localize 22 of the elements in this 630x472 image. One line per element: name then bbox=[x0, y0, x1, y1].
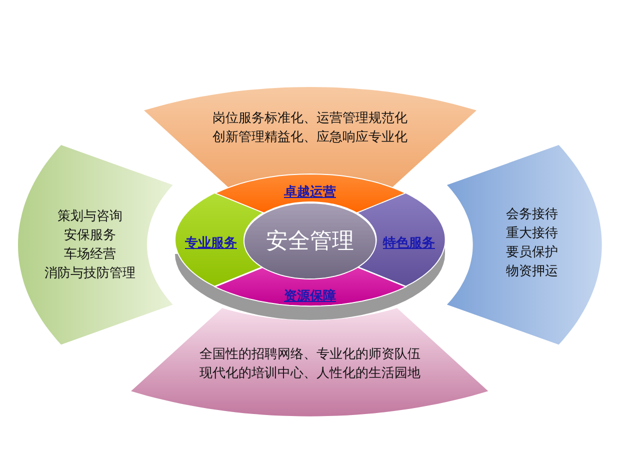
fan-panel bbox=[131, 308, 489, 416]
panel-text: 重大接待 bbox=[506, 224, 558, 243]
segment-label: 卓越运营 bbox=[284, 184, 336, 201]
segment-label: 特色服务 bbox=[382, 234, 435, 252]
ring-segment bbox=[356, 193, 445, 287]
segment-label: 专业服务 bbox=[185, 234, 237, 252]
panel-text: 策划与咨询 bbox=[58, 208, 122, 226]
panel-text: 会务接待 bbox=[506, 206, 558, 224]
panel-text: 物资押运 bbox=[506, 262, 558, 281]
panel-text: 全国性的招聘网络、专业化的师资队伍 bbox=[199, 346, 420, 364]
center-title: 安全管理 bbox=[266, 228, 354, 256]
ring-segment bbox=[175, 193, 264, 287]
panel-text: 创新管理精益化、应急响应专业化 bbox=[212, 129, 408, 147]
panel-text: 安保服务 bbox=[64, 226, 116, 245]
segment-label: 资源保障 bbox=[284, 288, 336, 305]
panel-text: 车场经营 bbox=[64, 246, 116, 264]
panel-text: 要员保护 bbox=[506, 244, 558, 262]
panel-text: 消防与技防管理 bbox=[44, 264, 136, 283]
panel-text: 现代化的培训中心、人性化的生活园地 bbox=[199, 364, 420, 383]
fan-panel bbox=[447, 145, 602, 345]
panel-text: 岗位服务标准化、运营管理规范化 bbox=[212, 110, 408, 128]
fan-panel bbox=[18, 145, 173, 345]
